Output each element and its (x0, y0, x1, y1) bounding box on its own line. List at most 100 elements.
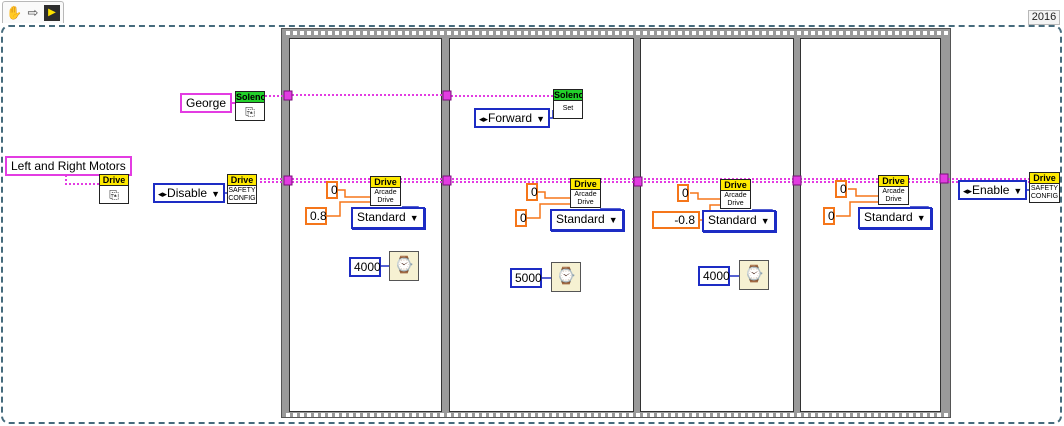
film-hole (314, 413, 318, 417)
film-hole (391, 413, 395, 417)
wait-timer-icon[interactable]: ⌚ (389, 251, 419, 281)
film-hole (867, 31, 871, 35)
film-hole (524, 31, 528, 35)
film-hole (741, 31, 745, 35)
rotate-constant-2[interactable]: 0 (515, 209, 527, 227)
film-hole (412, 413, 416, 417)
film-hole (804, 413, 808, 417)
film-hole (671, 31, 675, 35)
wait-ms-constant-1[interactable]: 4000 (349, 257, 381, 277)
rotate-constant-4[interactable]: 0 (823, 207, 835, 225)
film-hole (307, 413, 311, 417)
film-hole (615, 413, 619, 417)
film-hole (811, 413, 815, 417)
arcade-mode-ring-1[interactable]: Standard▼ (351, 207, 425, 229)
film-hole (538, 413, 542, 417)
arcade-mode-ring-4[interactable]: Standard▼ (858, 207, 932, 229)
enum-value: Enable (972, 183, 1010, 197)
film-hole (874, 31, 878, 35)
film-hole (328, 413, 332, 417)
film-hole (909, 31, 913, 35)
film-hole (692, 413, 696, 417)
solenoid-set-vi[interactable]: Solenoid Set (553, 89, 583, 119)
rotate-constant-1[interactable]: 0.8 (305, 207, 327, 225)
film-hole (573, 413, 577, 417)
film-hole (566, 413, 570, 417)
arcade-mode-ring-3[interactable]: Standard▼ (702, 210, 776, 232)
film-hole (881, 31, 885, 35)
film-hole (762, 413, 766, 417)
film-hole (531, 413, 535, 417)
film-hole (286, 31, 290, 35)
film-hole (300, 31, 304, 35)
film-hole (930, 31, 934, 35)
diagram-toolbar: ✋ ⇨ ▶ (2, 1, 64, 23)
safety-disable-enum[interactable]: ◂▸Disable▼ (153, 183, 225, 203)
film-hole (629, 31, 633, 35)
film-hole (895, 413, 899, 417)
arrow-right-icon[interactable]: ⇨ (27, 5, 39, 20)
film-hole (825, 31, 829, 35)
open-ref-icon: ⎘ (245, 105, 255, 119)
drive-open-header: Drive (100, 175, 128, 186)
film-hole (664, 31, 668, 35)
motors-name-constant[interactable]: Left and Right Motors (5, 156, 132, 176)
film-hole (587, 31, 591, 35)
wait-ms-constant-3[interactable]: 4000 (698, 266, 730, 286)
film-hole (300, 413, 304, 417)
enum-inc-dec-icon: ◂▸ (479, 114, 489, 124)
version-label: 2016 (1028, 10, 1060, 25)
film-hole (832, 413, 836, 417)
solenoid-open-vi[interactable]: Solenoid ⎘ (235, 91, 265, 121)
solenoid-name-constant[interactable]: George (180, 93, 233, 113)
film-hole (559, 413, 563, 417)
move-constant-2[interactable]: 0 (526, 183, 538, 201)
film-hole (657, 413, 661, 417)
hand-icon[interactable]: ✋ (6, 5, 23, 20)
film-hole (433, 31, 437, 35)
rotate-constant-3[interactable]: -0.8 (652, 211, 700, 229)
solenoid-value-enum[interactable]: ◂▸Forward▼ (474, 108, 550, 128)
film-hole (825, 413, 829, 417)
arcade-mode-ring-2[interactable]: Standard▼ (550, 209, 624, 231)
wait-ms-constant-2[interactable]: 5000 (510, 268, 542, 288)
move-constant-3[interactable]: 0 (677, 184, 689, 202)
film-hole (622, 31, 626, 35)
film-hole (888, 413, 892, 417)
film-hole (538, 31, 542, 35)
film-hole (930, 413, 934, 417)
film-hole (755, 413, 759, 417)
safety-enable-enum[interactable]: ◂▸Enable▼ (958, 180, 1028, 200)
enum-inc-dec-icon: ◂▸ (963, 186, 973, 196)
film-hole (643, 413, 647, 417)
wait-timer-icon[interactable]: ⌚ (739, 260, 769, 290)
film-hole (419, 31, 423, 35)
move-constant-4[interactable]: 0 (835, 180, 847, 198)
film-hole (370, 31, 374, 35)
drive-open-vi[interactable]: Drive ⎘ (99, 174, 129, 204)
film-hole (734, 31, 738, 35)
film-hole (783, 31, 787, 35)
ring-value: Standard (708, 213, 757, 227)
labview-icon[interactable]: ▶ (44, 5, 60, 21)
film-hole (874, 413, 878, 417)
while-loop-border (1, 25, 1062, 424)
film-hole (608, 31, 612, 35)
film-hole (559, 31, 563, 35)
move-constant-1[interactable]: 0 (326, 181, 338, 199)
film-hole (762, 31, 766, 35)
wait-timer-icon[interactable]: ⌚ (551, 262, 581, 292)
film-hole (517, 413, 521, 417)
film-hole (552, 413, 556, 417)
film-hole (769, 31, 773, 35)
film-hole (615, 31, 619, 35)
